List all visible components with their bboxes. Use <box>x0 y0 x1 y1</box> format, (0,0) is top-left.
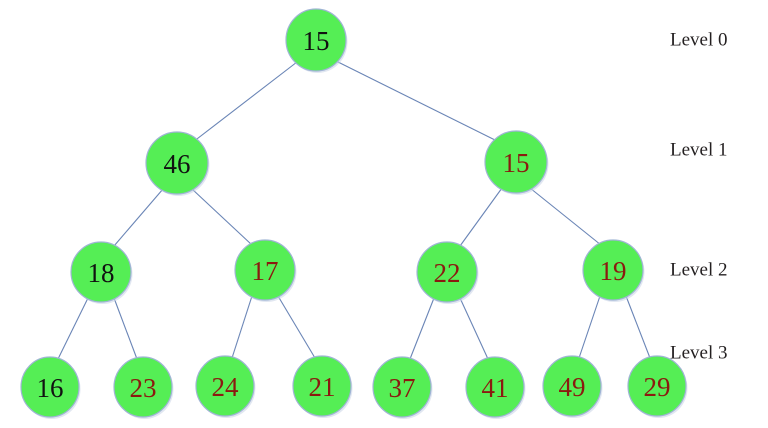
tree-edge-n1-n3 <box>113 188 164 247</box>
node-circle[interactable] <box>70 241 132 303</box>
tree-edge-n5-n12 <box>459 297 489 360</box>
node-circle[interactable] <box>234 239 296 301</box>
tree-node-16-l3[interactable]: 16 <box>20 356 81 419</box>
tree-edge-n4-n10 <box>277 295 316 359</box>
node-circle[interactable] <box>195 355 255 417</box>
node-circle[interactable] <box>20 356 80 418</box>
tree-edge-n2-n6 <box>529 187 602 246</box>
level-labels-group: Level 0 Level 1 Level 2 Level 3 <box>670 30 728 364</box>
node-value-label: 22 <box>434 258 461 288</box>
tree-edge-n3-n7 <box>57 297 89 360</box>
tree-node-23-l3[interactable]: 23 <box>113 356 174 419</box>
node-value-label: 49 <box>559 372 586 402</box>
node-circle[interactable] <box>416 241 478 303</box>
node-circle[interactable] <box>582 239 644 301</box>
node-value-label: 24 <box>212 372 240 402</box>
tree-edge-n0-n1 <box>192 61 298 143</box>
node-circle[interactable] <box>627 355 687 417</box>
tree-node-46-l1[interactable]: 46 <box>145 131 210 196</box>
tree-node-22-l2[interactable]: 22 <box>416 241 479 304</box>
tree-edge-n4-n9 <box>231 295 253 359</box>
tree-edge-n5-n11 <box>409 297 435 360</box>
tree-edge-n0-n2 <box>335 60 500 143</box>
tree-edge-n2-n5 <box>459 187 503 247</box>
tree-edge-n6-n13 <box>578 295 601 359</box>
node-value-label: 23 <box>130 373 157 403</box>
node-circle[interactable] <box>145 131 209 195</box>
tree-node-19-l2[interactable]: 19 <box>582 239 645 302</box>
tree-node-24-l3[interactable]: 24 <box>195 355 256 418</box>
tree-edge-n6-n14 <box>625 295 651 359</box>
node-value-label: 15 <box>503 148 530 178</box>
node-value-label: 17 <box>252 256 279 286</box>
level-label-lvl2: Level 2 <box>670 260 728 281</box>
node-value-label: 21 <box>309 372 336 402</box>
tree-node-21-l3[interactable]: 21 <box>292 355 353 418</box>
nodes-group: 15 46 15 18 17 22 19 16 23 24 21 37 41 49 29 <box>20 8 688 419</box>
node-circle[interactable] <box>465 356 525 418</box>
tree-node-15-l0[interactable]: 15 <box>285 8 348 73</box>
tree-edge-n3-n8 <box>113 297 138 360</box>
tree-node-41-l3[interactable]: 41 <box>465 356 526 419</box>
node-value-label: 15 <box>303 26 330 56</box>
node-circle[interactable] <box>484 130 548 194</box>
node-circle[interactable] <box>113 356 173 418</box>
tree-node-17-l2[interactable]: 17 <box>234 239 297 302</box>
level-label-lvl1: Level 1 <box>670 140 728 161</box>
node-value-label: 46 <box>164 149 191 179</box>
node-value-label: 29 <box>644 372 671 402</box>
node-value-label: 16 <box>37 373 64 403</box>
node-value-label: 18 <box>88 258 115 288</box>
tree-node-29-l3[interactable]: 29 <box>627 355 688 418</box>
level-label-lvl3: Level 3 <box>670 343 728 364</box>
tree-node-49-l3[interactable]: 49 <box>542 355 603 418</box>
level-label-lvl0: Level 0 <box>670 30 728 51</box>
node-circle[interactable] <box>292 355 352 417</box>
node-circle[interactable] <box>372 356 432 418</box>
tree-node-37-l3[interactable]: 37 <box>372 356 433 419</box>
node-circle[interactable] <box>542 355 602 417</box>
node-circle[interactable] <box>285 8 347 72</box>
edges-group <box>57 60 651 360</box>
tree-edge-n1-n4 <box>191 188 253 246</box>
node-value-label: 41 <box>482 373 509 403</box>
tree-node-15-l1[interactable]: 15 <box>484 130 549 195</box>
node-value-label: 37 <box>389 373 416 403</box>
tree-node-18-l2[interactable]: 18 <box>70 241 133 304</box>
node-value-label: 19 <box>600 256 627 286</box>
